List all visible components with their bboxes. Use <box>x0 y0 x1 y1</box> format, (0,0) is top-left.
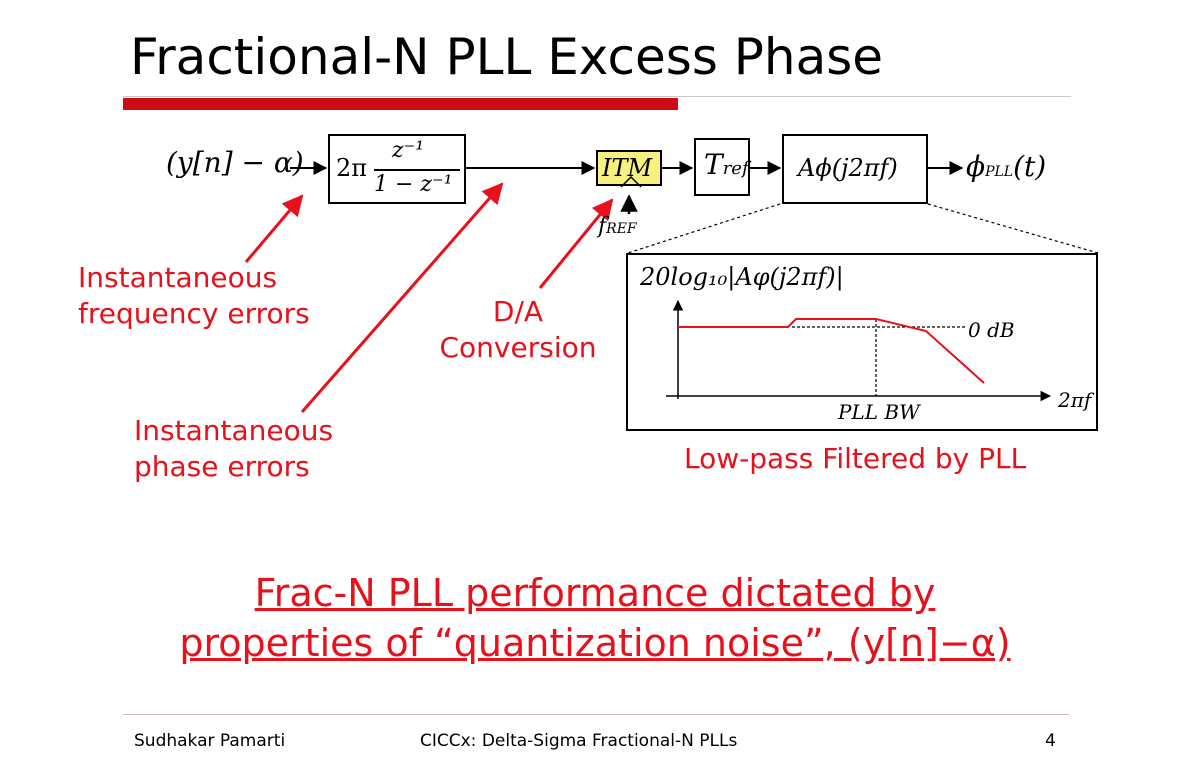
plot-x-label: 2πf <box>1058 388 1092 412</box>
filter-transfer-label: Aϕ(j2πf) <box>798 154 898 182</box>
page-title: Fractional-N PLL Excess Phase <box>130 28 884 86</box>
title-divider <box>123 96 1071 97</box>
plot-y-label: 20log₁₀|Aφ(j2πf)| <box>640 263 844 291</box>
title-accent-bar <box>123 98 678 110</box>
freq-errors-label: Instantaneous frequency errors <box>78 261 310 330</box>
accumulator-denominator: 1 − z⁻¹ <box>374 172 453 197</box>
accumulator-block: 2π z⁻¹ 1 − z⁻¹ <box>328 134 466 204</box>
da-arrow <box>538 198 614 289</box>
tref-block: Tref <box>694 138 750 196</box>
pll-bw-label: PLL BW <box>838 400 920 424</box>
accumulator-numerator: z⁻¹ <box>392 138 425 163</box>
footer-course: CICCx: Delta-Sigma Fractional-N PLLs <box>420 731 738 751</box>
fraction-bar <box>374 169 460 171</box>
conclusion-line-1: Frac-N PLL performance dictated by <box>254 571 936 615</box>
response-curve <box>678 318 985 384</box>
itm-label: ITM <box>602 154 653 182</box>
output-phase-label: ϕPLL(t) <box>966 150 1047 183</box>
zoom-line-left <box>627 203 781 254</box>
phase-errors-arrow <box>300 182 504 413</box>
accumulator-gain: 2π <box>336 154 368 182</box>
footer-author: Sudhakar Pamarti <box>134 731 286 751</box>
input-signal-label: (y[n] − α) <box>166 146 304 179</box>
itm-block: ITM <box>596 150 662 188</box>
freq-errors-arrow <box>244 194 304 263</box>
zoom-line-right <box>927 203 1099 254</box>
da-conversion-label: D/A Conversion <box>439 295 597 364</box>
frequency-response-inset <box>626 253 1098 431</box>
conclusion-line-2: properties of “quantization noise”, (y[n… <box>179 621 1011 665</box>
pll-filter-block: Aϕ(j2πf) <box>782 134 928 204</box>
zero-db-label: 0 dB <box>968 318 1015 342</box>
lowpass-caption: Low-pass Filtered by PLL <box>684 442 1027 475</box>
tref-label: Tref <box>704 148 749 181</box>
frequency-response-plot <box>666 299 1052 402</box>
fref-label: fREF <box>598 214 637 239</box>
clock-triangle-icon <box>620 176 642 188</box>
phase-errors-label: Instantaneous phase errors <box>134 414 334 483</box>
footer-divider <box>123 714 1069 715</box>
page-number: 4 <box>1045 731 1056 751</box>
conclusion-statement: Frac-N PLL performance dictated by prope… <box>0 568 1190 668</box>
